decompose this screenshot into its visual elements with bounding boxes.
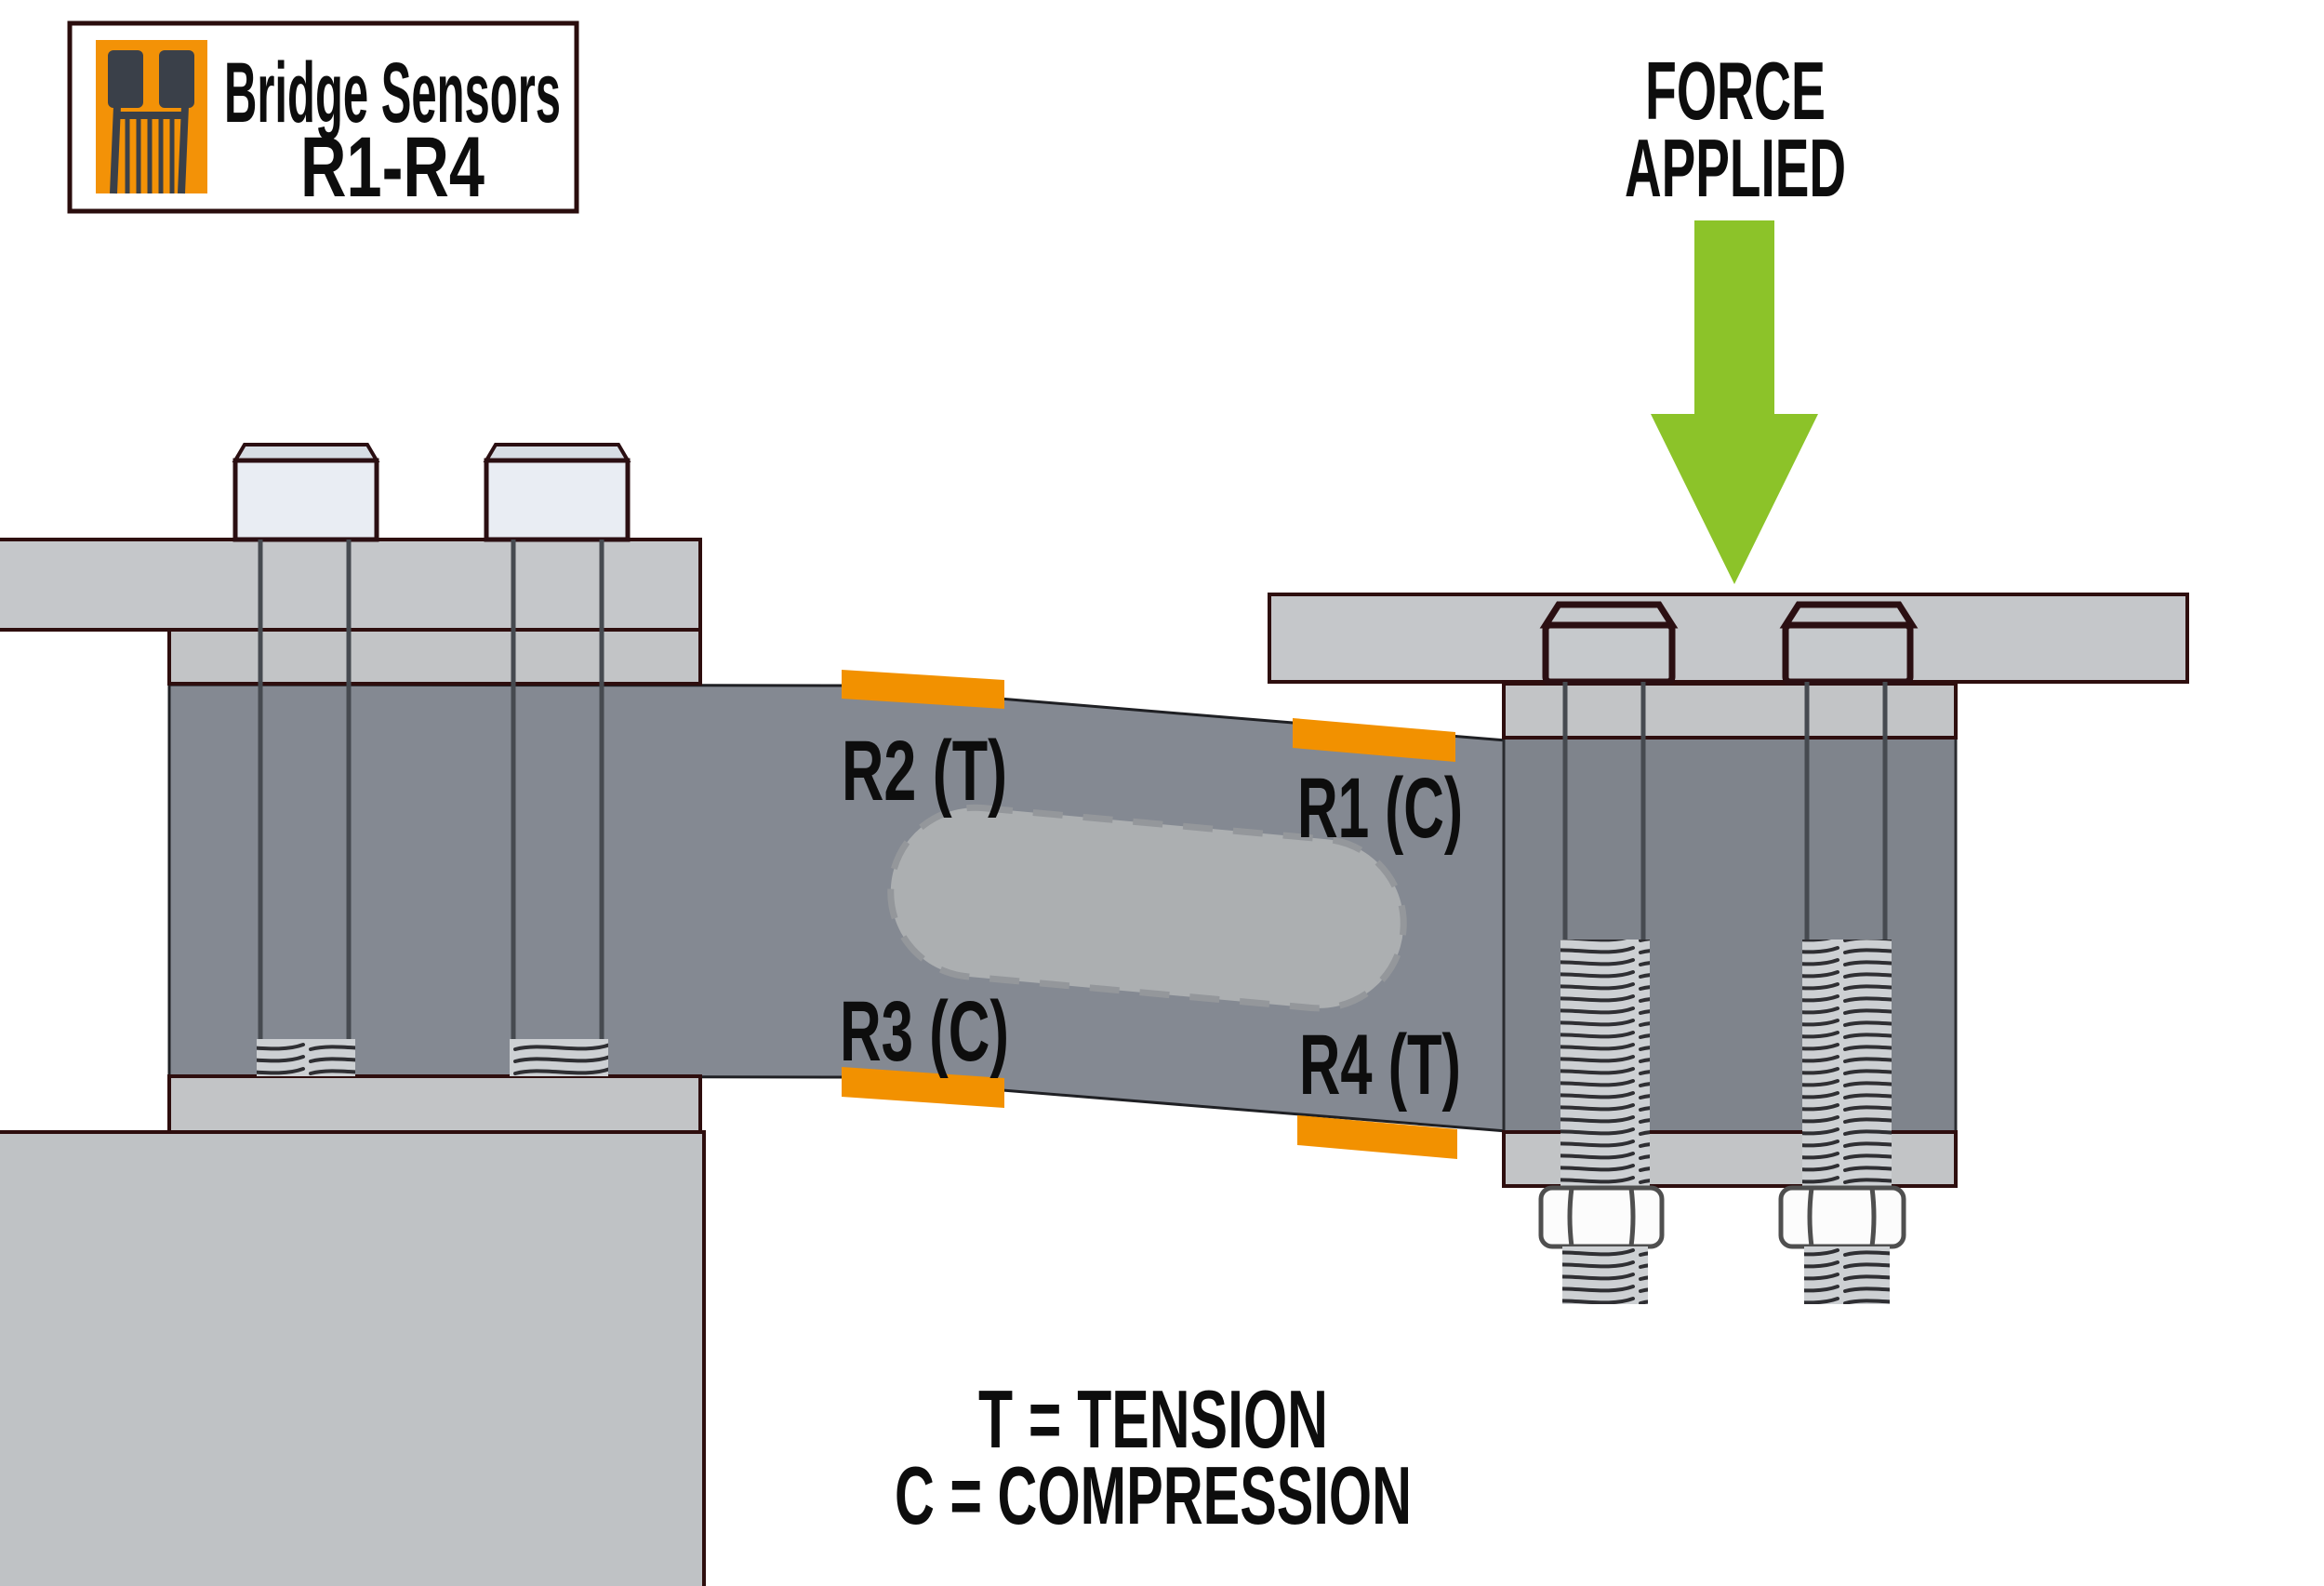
key-line2: C = COMPRESSION xyxy=(895,1449,1412,1541)
bolt-threads-pattern xyxy=(1802,940,1892,1193)
left-block xyxy=(0,443,706,1586)
hex-nut xyxy=(1778,1185,1906,1249)
left-top-washer xyxy=(167,628,702,686)
gauge-r2 xyxy=(842,670,1004,709)
right-bolt-1 xyxy=(1538,601,1679,1304)
bolt-head xyxy=(232,458,379,542)
legend: Bridge Sensors R1-R4 xyxy=(67,20,579,215)
bolt-head xyxy=(1782,621,1914,686)
bolt-threads-pattern xyxy=(1562,1246,1648,1304)
bolt-threads-pattern xyxy=(510,1039,608,1076)
force-arrow-icon xyxy=(1651,220,1818,584)
force-label-line2: APPLIED xyxy=(1625,122,1846,214)
legend-title-line1: Bridge Sensors xyxy=(224,46,561,140)
bolt-threads-pattern xyxy=(1560,940,1650,1193)
gauge-r4-label: R4 (T) xyxy=(1299,1018,1461,1113)
force-label-line1: FORCE xyxy=(1645,45,1826,137)
right-top-plate xyxy=(1268,593,2189,684)
gauge-r3-label: R3 (C) xyxy=(840,984,1009,1079)
bolt-head xyxy=(1542,621,1676,686)
bolt-threads-pattern xyxy=(1804,1246,1890,1304)
beam-cutout-hole xyxy=(887,804,1407,1012)
gauge-r3 xyxy=(842,1067,1004,1108)
key-line1: T = TENSION xyxy=(978,1373,1328,1465)
bolt-head-lid xyxy=(1779,601,1919,629)
right-bolt-2 xyxy=(1778,601,1919,1304)
bolt-head-lid xyxy=(483,443,631,462)
gauge-r2-label: R2 (T) xyxy=(842,724,1007,819)
strain-gauge-icon xyxy=(96,40,207,194)
left-bolt-1 xyxy=(232,443,380,1076)
gauge-r1 xyxy=(1293,718,1455,762)
right-top-washer xyxy=(1502,682,1958,740)
left-base-block xyxy=(0,1130,706,1586)
left-bottom-washer xyxy=(167,1074,702,1134)
bolt-threads-pattern xyxy=(257,1039,355,1076)
legend-title-line2: R1-R4 xyxy=(300,120,485,215)
left-bolt-2 xyxy=(483,443,631,1076)
bolt-head xyxy=(484,458,631,542)
gauge-r1-label: R1 (C) xyxy=(1297,761,1463,856)
force-annotation: FORCE APPLIED xyxy=(1625,45,1846,584)
bolt-head-lid xyxy=(232,443,380,462)
gauge-r4 xyxy=(1297,1115,1457,1159)
right-block xyxy=(1268,593,2189,1304)
strain-gauges xyxy=(842,670,1457,1159)
hex-nut xyxy=(1538,1185,1665,1249)
beam xyxy=(167,683,1508,1133)
